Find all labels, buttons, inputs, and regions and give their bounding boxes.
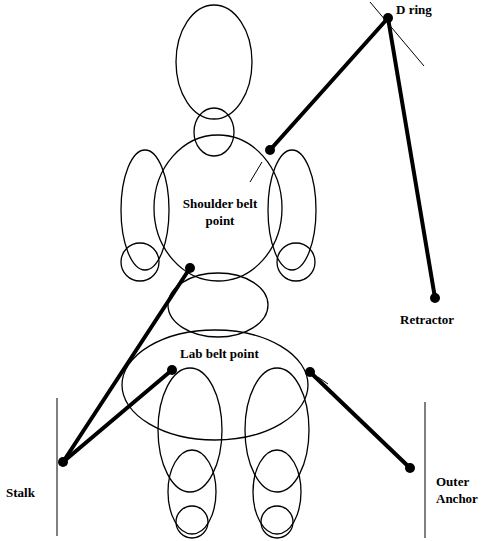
left-hand xyxy=(121,243,159,281)
left-thigh xyxy=(158,368,222,492)
right-hand xyxy=(277,243,315,281)
lap-belt-outer xyxy=(310,372,410,468)
neck xyxy=(194,108,234,156)
stalk-post xyxy=(57,398,58,536)
torso xyxy=(154,135,282,281)
part-label: D ring xyxy=(396,2,466,19)
part-label: Lab belt point xyxy=(180,346,305,363)
shoulder-point xyxy=(185,263,195,273)
anchor-post xyxy=(425,402,426,538)
anchor-point xyxy=(405,463,415,473)
lap-point xyxy=(167,365,177,375)
left-arm xyxy=(121,150,169,270)
right-foot xyxy=(261,506,293,538)
lap-belt-inner xyxy=(63,370,172,462)
retractor-belt xyxy=(388,18,435,298)
retractor-point xyxy=(430,293,440,303)
stalk-point xyxy=(58,457,68,467)
part-label: Outer Anchor xyxy=(436,474,494,508)
part-label: Retractor xyxy=(400,312,480,329)
lap-point xyxy=(305,367,315,377)
right-shin xyxy=(253,450,301,534)
right-thigh xyxy=(245,368,309,492)
part-label: Shoulder belt point xyxy=(170,196,270,230)
abdomen xyxy=(168,273,268,337)
part-label: Stalk xyxy=(6,485,56,502)
pelvis xyxy=(122,330,308,440)
belt-points xyxy=(58,13,440,473)
head xyxy=(176,5,252,119)
right-arm xyxy=(268,150,316,270)
shoulder-belt xyxy=(270,18,388,150)
shoulder-belt-lower xyxy=(63,268,190,462)
belt-webbing xyxy=(63,18,435,468)
left-shin xyxy=(168,450,216,534)
structure-lines xyxy=(57,2,425,538)
body-outline xyxy=(121,5,316,538)
leader-line xyxy=(250,162,262,182)
shoulder-point xyxy=(265,145,275,155)
left-foot xyxy=(176,506,208,538)
d-ring-point xyxy=(383,13,393,23)
